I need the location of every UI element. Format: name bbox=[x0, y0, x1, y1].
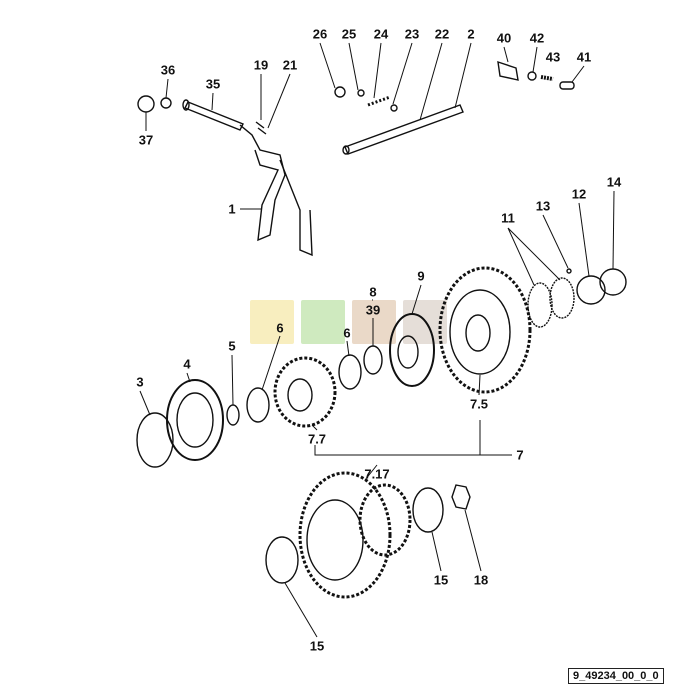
leader-lines bbox=[139, 42, 615, 638]
callout-40: 40 bbox=[496, 30, 512, 46]
callout-35: 35 bbox=[205, 76, 221, 92]
callout-22: 22 bbox=[434, 26, 450, 42]
spring-43 bbox=[540, 75, 554, 81]
needle-bearing-11b bbox=[549, 277, 575, 319]
synchro-9 bbox=[389, 313, 435, 387]
ring-5 bbox=[226, 404, 240, 426]
callout-9: 9 bbox=[417, 268, 425, 284]
drawing-code: 9_49234_00_0_0 bbox=[568, 668, 664, 684]
callout-15b: 15 bbox=[309, 638, 325, 654]
callout-12: 12 bbox=[571, 186, 587, 202]
callout-7-7: 7.7 bbox=[307, 431, 327, 447]
pin-41 bbox=[559, 81, 575, 90]
snap-ring-14 bbox=[599, 268, 627, 296]
bearing-15a bbox=[412, 487, 444, 533]
bearing-6b bbox=[338, 354, 362, 390]
watermark-wheelbarrow-tile bbox=[301, 300, 345, 344]
callout-43: 43 bbox=[545, 49, 561, 65]
washer-12 bbox=[576, 275, 606, 305]
callout-26: 26 bbox=[312, 26, 328, 42]
callout-21: 21 bbox=[282, 57, 298, 73]
callout-23: 23 bbox=[404, 26, 420, 42]
callout-6a: 6 bbox=[276, 320, 284, 336]
washer-37 bbox=[137, 95, 155, 113]
callout-3: 3 bbox=[136, 374, 144, 390]
ring-42 bbox=[527, 71, 537, 81]
ring-36 bbox=[160, 97, 172, 109]
bearing-15b bbox=[265, 536, 299, 584]
callout-37: 37 bbox=[138, 132, 154, 148]
needle-bearing-11a bbox=[527, 282, 553, 328]
callout-8: 8 bbox=[369, 284, 377, 300]
callout-25: 25 bbox=[341, 26, 357, 42]
callout-4: 4 bbox=[183, 356, 191, 372]
callout-7-5: 7.5 bbox=[469, 396, 489, 412]
plug-26 bbox=[334, 86, 346, 98]
callout-7: 7 bbox=[516, 447, 524, 463]
callout-24: 24 bbox=[373, 26, 389, 42]
gear-7-7 bbox=[273, 356, 337, 428]
bearing-6a bbox=[246, 387, 270, 423]
callout-19: 19 bbox=[253, 57, 269, 73]
callout-5: 5 bbox=[228, 338, 236, 354]
callout-6b: 6 bbox=[343, 325, 351, 341]
nut-18 bbox=[451, 484, 471, 510]
callout-18: 18 bbox=[473, 572, 489, 588]
shift-rod-35 bbox=[182, 99, 313, 257]
callout-13: 13 bbox=[535, 198, 551, 214]
shift-rail-2 bbox=[342, 104, 464, 155]
pin-13 bbox=[566, 268, 572, 274]
callout-39: 39 bbox=[365, 302, 381, 318]
callout-11: 11 bbox=[501, 210, 515, 226]
bearing-4 bbox=[166, 379, 224, 461]
callout-42: 42 bbox=[529, 30, 545, 46]
callout-41: 41 bbox=[576, 49, 592, 65]
callout-36: 36 bbox=[160, 62, 176, 78]
callout-2: 2 bbox=[467, 26, 475, 42]
spring-19 bbox=[255, 121, 267, 135]
callout-1: 1 bbox=[228, 201, 236, 217]
washer-39 bbox=[363, 345, 383, 375]
callout-14: 14 bbox=[606, 174, 622, 190]
watermark-tractor-tile bbox=[250, 300, 294, 344]
gear-7-5 bbox=[438, 266, 532, 394]
callout-15a: 15 bbox=[433, 572, 449, 588]
callout-7-17: 7.17 bbox=[364, 466, 390, 482]
watermark-tools-tile bbox=[352, 300, 396, 344]
snap-ring-3 bbox=[136, 412, 174, 468]
spring-24 bbox=[367, 95, 391, 107]
gear-7-17 bbox=[298, 471, 412, 599]
detent-40 bbox=[497, 60, 519, 81]
seal-25 bbox=[357, 89, 365, 97]
ball-23 bbox=[390, 104, 398, 112]
